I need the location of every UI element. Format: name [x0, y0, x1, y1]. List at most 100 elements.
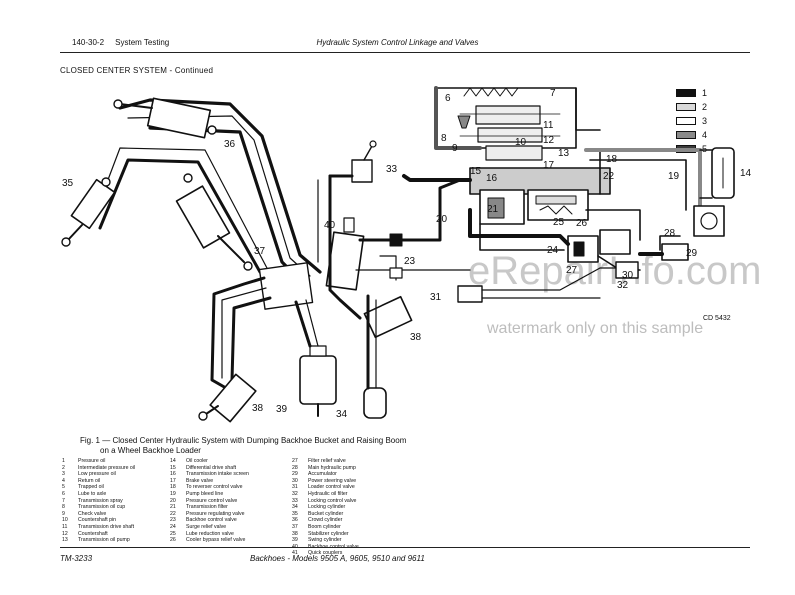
- legend-num: 17: [170, 477, 176, 484]
- legend-item: 1 Pressure oil: [62, 458, 135, 465]
- legend-num: 32: [292, 490, 298, 497]
- key-swatch-3: [676, 117, 696, 125]
- header-title: Hydraulic System Control Linkage and Val…: [316, 38, 479, 47]
- legend-text: Transmission oil cup: [78, 504, 126, 511]
- legend-num: 35: [292, 510, 298, 517]
- legend-num: 10: [62, 517, 68, 524]
- callout-35: 35: [62, 178, 74, 189]
- legend-item: 25 Lube reduction valve: [170, 531, 249, 538]
- legend-num: 31: [292, 484, 298, 491]
- callout-38-left: 38: [252, 403, 264, 414]
- legend-text: Transmission spray: [78, 497, 123, 504]
- legend-item: 5 Trapped oil: [62, 484, 135, 491]
- legend-num: 9: [62, 510, 65, 517]
- callout-40: 40: [324, 220, 336, 231]
- key-swatch-1: [676, 89, 696, 97]
- key-label-5: 5: [702, 144, 708, 154]
- legend-num: 18: [170, 484, 176, 491]
- section-name: System Testing: [115, 38, 170, 47]
- legend-num: 8: [62, 504, 65, 511]
- legend-item: 13 Transmission oil pump: [62, 537, 135, 544]
- legend-text: Stabilizer cylinder: [308, 530, 349, 537]
- legend-num: 4: [62, 477, 65, 484]
- callout-14: 14: [740, 168, 752, 179]
- header-left: 140-30-2 System Testing: [72, 38, 169, 47]
- callout-17: 17: [543, 160, 555, 171]
- callout-23: 23: [404, 256, 416, 267]
- legend-text: Boom cylinder: [308, 523, 341, 530]
- key-label-2: 2: [702, 102, 708, 112]
- key-swatch-4: [676, 131, 696, 139]
- legend-num: 25: [170, 530, 176, 537]
- legend-num: 6: [62, 490, 65, 497]
- callout-15: 15: [470, 166, 482, 177]
- legend-num: 2: [62, 464, 65, 471]
- legend-num: 13: [62, 537, 68, 544]
- watermark-site: eRepairInfo.com: [468, 249, 761, 293]
- legend-num: 29: [292, 471, 298, 478]
- callout-38-right: 38: [410, 332, 422, 343]
- callout-22: 22: [603, 171, 615, 182]
- legend-text: Transmission filter: [186, 504, 228, 511]
- legend-text: Lube to axle: [78, 490, 107, 497]
- legend-text: Backhoe control valve: [186, 517, 237, 524]
- callout-30: 30: [622, 270, 634, 281]
- legend-num: 19: [170, 490, 176, 497]
- key-row-2: 2: [676, 100, 707, 114]
- legend-text: Swing cylinder: [308, 537, 342, 544]
- legend-text: Transmission drive shaft: [78, 523, 135, 530]
- legend-text: Lube reduction valve: [186, 530, 234, 537]
- legend-text: Transmission oil pump: [78, 537, 130, 544]
- legend-text: Bucket cylinder: [308, 510, 344, 517]
- legend-num: 5: [62, 484, 65, 491]
- caption-line-2: on a Wheel Backhoe Loader: [100, 446, 201, 455]
- callout-18: 18: [606, 154, 618, 165]
- key-row-3: 3: [676, 114, 707, 128]
- legend-text: Surge relief valve: [186, 523, 227, 530]
- legend-item: 39 Swing cylinder: [292, 537, 359, 544]
- legend-text: Return oil: [78, 477, 101, 484]
- legend-num: 39: [292, 537, 298, 544]
- callout-36: 36: [224, 139, 236, 150]
- callout-9: 9: [452, 143, 458, 154]
- legend-text: Pressure oil: [78, 458, 106, 464]
- drawing-code: CD 5432: [703, 315, 731, 322]
- legend-text: Cooler bypass relief valve: [186, 537, 246, 544]
- legend-num: 38: [292, 530, 298, 537]
- legend-text: Pressure regulating valve: [186, 510, 245, 517]
- legend-item: 35 Bucket cylinder: [292, 511, 359, 518]
- footer-rule: [60, 547, 750, 548]
- legend-text: Check valve: [78, 510, 107, 517]
- legend-text: Locking control valve: [308, 497, 357, 504]
- watermark-note: watermark only on this sample: [486, 320, 703, 337]
- legend-text: Differential drive shaft: [186, 464, 237, 471]
- legend-text: Trapped oil: [78, 484, 104, 491]
- legend-text: Crowd cylinder: [308, 517, 343, 524]
- callout-16: 16: [486, 173, 498, 184]
- legend-text: Low pressure oil: [78, 471, 116, 478]
- key-row-4: 4: [676, 128, 707, 142]
- legend-num: 1: [62, 458, 65, 464]
- callout-19: 19: [668, 171, 680, 182]
- legend-text: Hydraulic oil filter: [308, 490, 348, 497]
